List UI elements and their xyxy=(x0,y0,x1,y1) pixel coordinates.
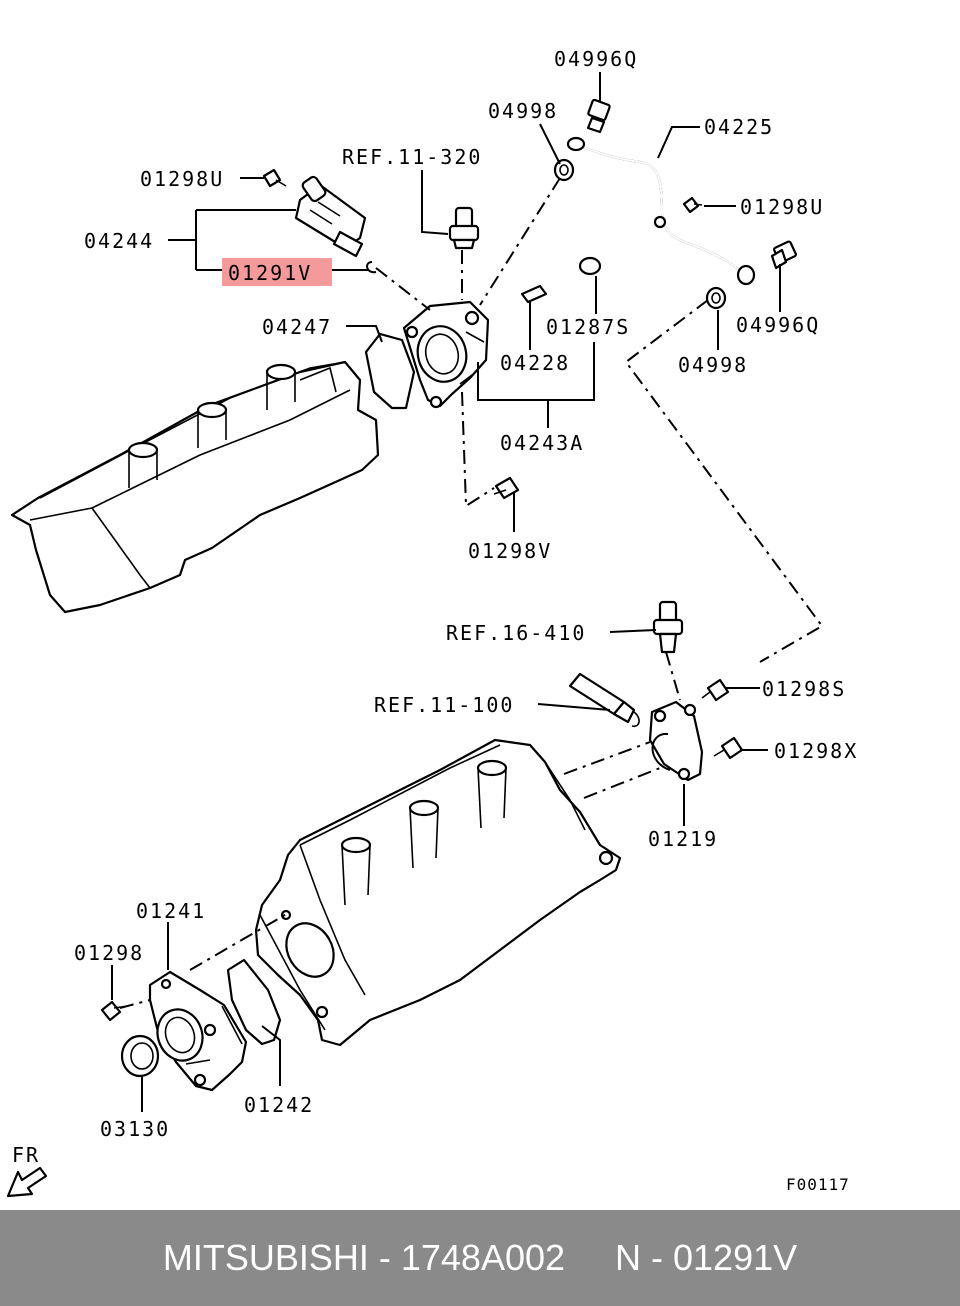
bolt-01298s xyxy=(701,678,730,702)
label-04996q-right: 04996Q xyxy=(736,313,820,337)
lower-cylinder-head xyxy=(254,738,622,1047)
label-04998-top: 04998 xyxy=(488,99,558,123)
oil-control-valve xyxy=(294,175,367,258)
figure-code: F00117 xyxy=(786,1175,850,1194)
label-fr: FR xyxy=(12,1143,40,1167)
label-01298s: 01298S xyxy=(762,677,846,701)
label-04996q-top: 04996Q xyxy=(554,47,638,71)
footer-text: MITSUBISHI - 1748A002 N - 01291V xyxy=(162,1237,798,1278)
highlight-01291v xyxy=(222,258,332,286)
label-01298x: 01298X xyxy=(774,739,858,763)
front-case-01241 xyxy=(148,970,248,1092)
banjo-bolt-04996q-right xyxy=(770,240,797,270)
label-03130: 03130 xyxy=(100,1117,170,1141)
o-ring-01291v xyxy=(366,261,377,274)
bolt-01298x xyxy=(713,736,744,760)
bolt-01298 xyxy=(100,1000,129,1022)
sensor-ref-11-320 xyxy=(448,206,480,250)
gasket-01242 xyxy=(226,958,282,1046)
label-01298: 01298 xyxy=(74,941,144,965)
washer-04998-right xyxy=(705,286,727,310)
label-ref-11-100: REF.11-100 xyxy=(374,693,514,717)
sealant-tube xyxy=(568,672,640,728)
label-ref-16-410: REF.16-410 xyxy=(446,621,586,645)
stud-04228 xyxy=(520,284,548,304)
oil-pipe xyxy=(566,136,756,286)
oil-seal-03130 xyxy=(120,1034,160,1078)
leader-lines xyxy=(111,72,781,1112)
front-arrow-icon xyxy=(6,1166,48,1198)
upper-cylinder-head xyxy=(10,360,380,614)
bolt-01298u-right xyxy=(682,196,703,214)
gasket-04247 xyxy=(364,332,416,410)
plug-01287s xyxy=(578,256,602,276)
label-04247: 04247 xyxy=(262,315,332,339)
label-01298u-left: 01298U xyxy=(140,167,224,191)
parts-diagram: 04996Q 04998 04225 REF.11-320 01298U 012… xyxy=(6,47,858,1198)
label-04244: 04244 xyxy=(84,229,154,253)
label-01219: 01219 xyxy=(648,827,718,851)
banjo-bolt-04996q-top xyxy=(586,98,611,134)
label-01298v: 01298V xyxy=(468,539,552,563)
label-01298u-right: 01298U xyxy=(740,195,824,219)
sensor-support-01219 xyxy=(648,700,704,782)
assembly-dash-lines xyxy=(119,177,824,1009)
label-01242: 01242 xyxy=(244,1093,314,1117)
label-01241: 01241 xyxy=(136,899,206,923)
label-04225: 04225 xyxy=(704,115,774,139)
label-ref-11-320: REF.11-320 xyxy=(342,145,482,169)
label-01287s: 01287S xyxy=(546,315,630,339)
label-01291v: 01291V xyxy=(228,261,312,285)
bolt-01298u-left xyxy=(262,168,287,188)
part-number-footer: MITSUBISHI - 1748A002 N - 01291V xyxy=(0,1210,960,1306)
sensor-ref-16-410 xyxy=(652,600,684,654)
washer-04998-top xyxy=(553,158,575,182)
label-04998-right: 04998 xyxy=(678,353,748,377)
bolt-01298v xyxy=(493,476,520,500)
sensor-case-upper xyxy=(402,300,490,409)
label-04228: 04228 xyxy=(500,351,570,375)
label-04243a: 04243A xyxy=(500,431,584,455)
